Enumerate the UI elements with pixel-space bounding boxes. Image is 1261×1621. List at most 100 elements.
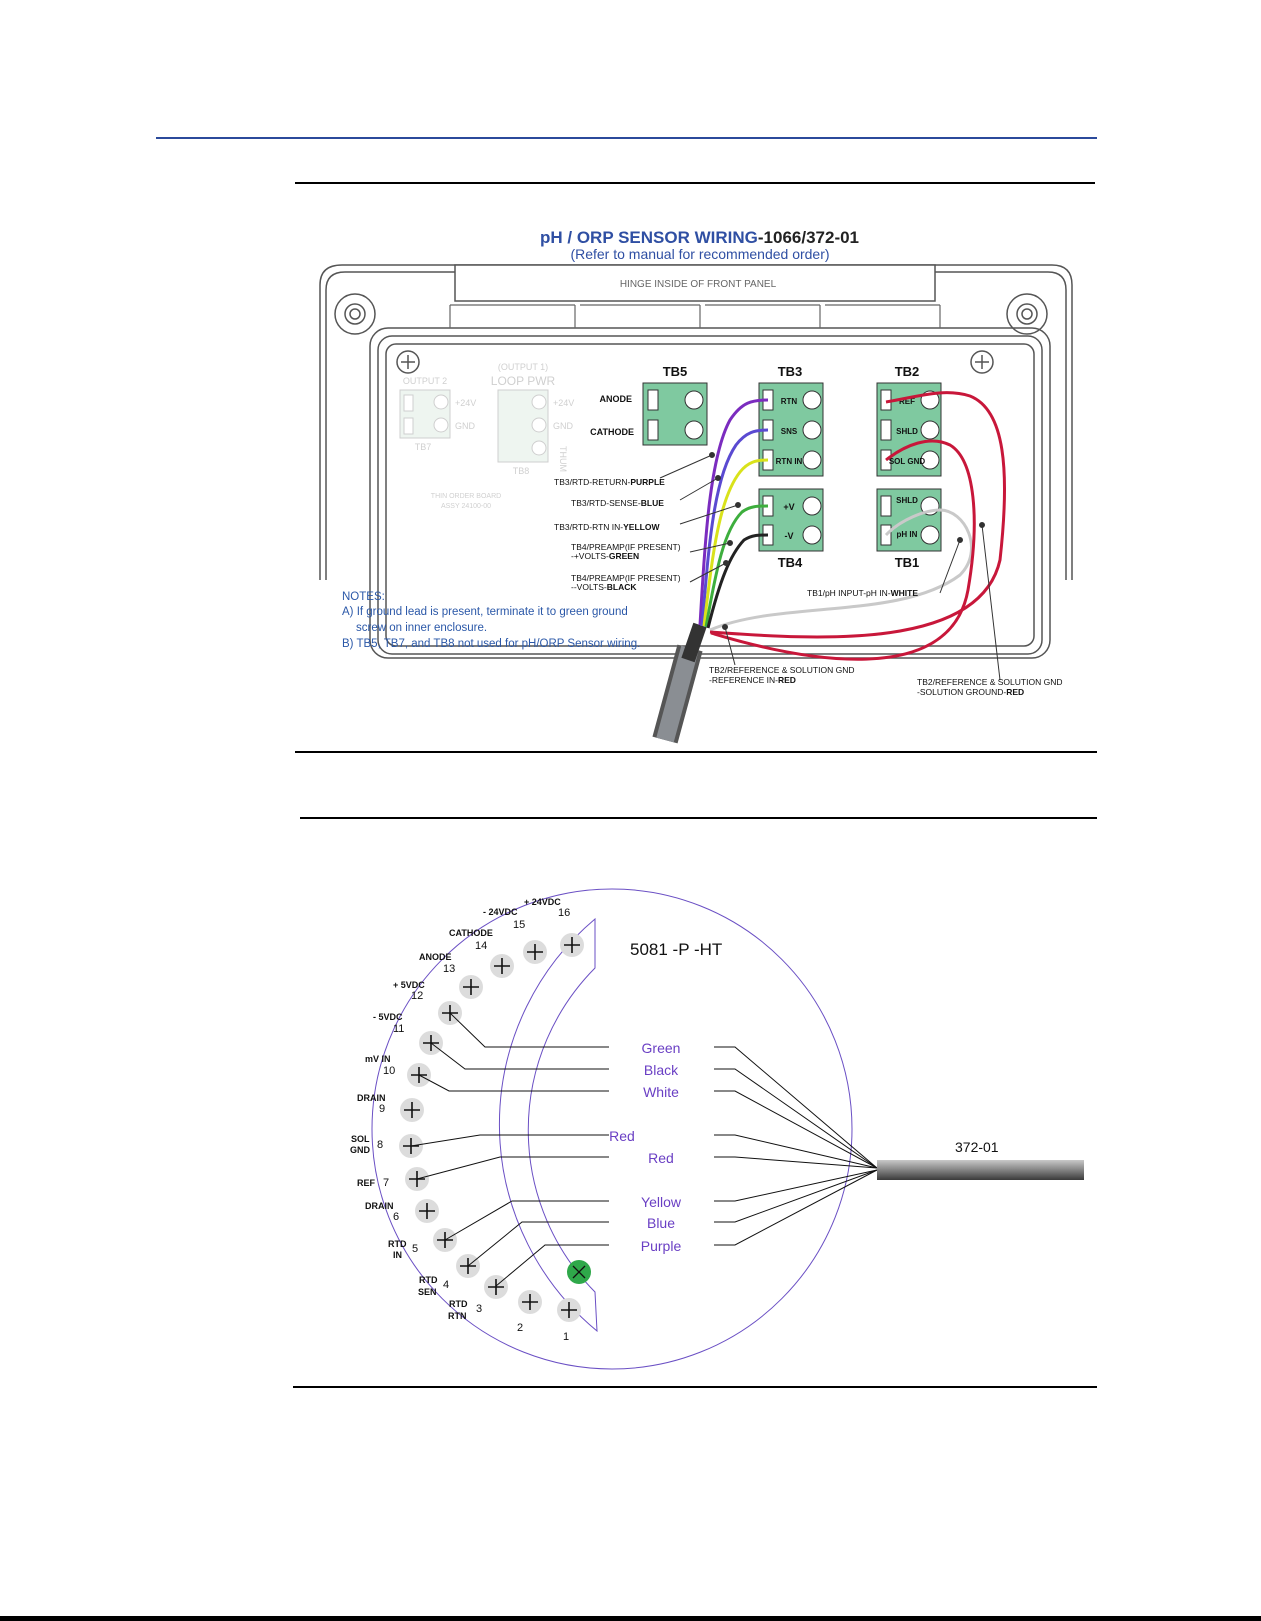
callout-solution-ground: TB2/REFERENCE & SOLUTION GND -SOLUTION G…: [917, 677, 1065, 697]
notes: NOTES: A) If ground lead is present, ter…: [342, 591, 640, 650]
note-a-line2: screw on inner enclosure.: [356, 622, 487, 634]
terminal-14-screw-icon: [490, 954, 514, 978]
terminal-6-label: DRAIN: [365, 1201, 394, 1211]
svg-text:ASSY 24100-00: ASSY 24100-00: [441, 503, 491, 510]
callout-ph-in: TB1/pH INPUT-pH IN-WHITE: [807, 588, 918, 598]
svg-text:REF: REF: [899, 397, 915, 406]
wire-white: [709, 508, 973, 632]
wire-yellow: [702, 458, 769, 627]
svg-text:TB7: TB7: [415, 442, 432, 452]
figure2-top-rule: [300, 817, 1097, 819]
terminal-9-screw-icon: [400, 1098, 424, 1122]
callout-preamp-minus: TB4/PREAMP(IF PRESENT) --VOLTS-BLACK: [571, 573, 683, 592]
note-a-line1: A) If ground lead is present, terminate …: [342, 606, 628, 618]
svg-text:OUTPUT 2: OUTPUT 2: [403, 376, 447, 386]
svg-text:TB4: TB4: [778, 555, 803, 570]
sensor-cable: [652, 622, 707, 744]
svg-text:TB3: TB3: [778, 364, 803, 379]
callout-rtd-return: TB3/RTD-RETURN-PURPLE: [554, 477, 665, 487]
terminal-11-label: - 5VDC: [373, 1012, 403, 1022]
terminal-6-number: 6: [393, 1211, 399, 1223]
terminal-10-number: 10: [383, 1065, 395, 1077]
hinge-panel: [454, 264, 936, 302]
svg-text:TB2: TB2: [895, 364, 920, 379]
wire-label-red-solgnd: Red: [609, 1128, 635, 1144]
wire-label-red-ref: Red: [648, 1150, 674, 1166]
terminal-block-tb3: TB3 RTN SNS RTN IN: [758, 364, 824, 477]
wire-label-blue: Blue: [647, 1215, 675, 1231]
ground-screw-cross: [572, 1265, 586, 1279]
figure1-title: pH / ORP SENSOR WIRING-1066/372-01: [540, 228, 859, 247]
figure1-top-rule: [295, 182, 1095, 184]
svg-text:RTN: RTN: [781, 397, 798, 406]
callout-reference: TB2/REFERENCE & SOLUTION GND -REFERENCE …: [709, 665, 857, 685]
terminal-4-label-2: SEN: [418, 1287, 437, 1297]
terminal-13-label: ANODE: [419, 952, 452, 962]
terminal-16-number: 16: [558, 907, 570, 919]
terminal-15-number: 15: [513, 919, 525, 931]
wire-green: [704, 504, 769, 628]
notes-heading: NOTES:: [342, 591, 385, 603]
hinge-tabs: [449, 304, 941, 328]
svg-text:RTN IN: RTN IN: [776, 457, 803, 466]
svg-text:-V: -V: [785, 531, 794, 541]
svg-text:GND: GND: [455, 421, 476, 431]
terminal-8-label-1: SOL: [351, 1134, 370, 1144]
terminal-wires: [410, 1012, 609, 1287]
terminal-labels: + 24VDC 16 - 24VDC 15 CATHODE 14 ANODE 1…: [350, 897, 570, 1343]
svg-text:+V: +V: [783, 502, 794, 512]
header-rule: [156, 137, 1097, 139]
cable-fanout-wires: [714, 1046, 878, 1246]
terminal-3-label-2: RTN: [448, 1311, 467, 1321]
terminal-1-number: 1: [563, 1331, 569, 1343]
terminal-8-number: 8: [377, 1139, 383, 1151]
screw-right-icon: [970, 350, 994, 374]
terminal-block-tb4: +V -V TB4: [758, 488, 824, 570]
wire-black: [706, 533, 769, 629]
callout-leaders: [659, 452, 1001, 681]
mounting-hole-right-icon: [1006, 293, 1048, 335]
terminal-5-number: 5: [412, 1243, 418, 1255]
wire-color-labels: Green Black White Red Red Yellow Blue Pu…: [609, 1040, 682, 1254]
figure1-wiring-diagram: pH / ORP SENSOR WIRING-1066/372-01 (Refe…: [319, 228, 1073, 744]
terminal-4-label-1: RTD: [419, 1275, 438, 1285]
terminal-block-tb5: TB5 ANODE CATHODE: [590, 364, 708, 446]
svg-text:SHLD: SHLD: [896, 496, 918, 505]
svg-text:+24V: +24V: [553, 398, 574, 408]
cable-label: 372-01: [955, 1139, 999, 1155]
terminal-screws: [399, 933, 584, 1322]
terminal-15-label: - 24VDC: [483, 907, 518, 917]
wire-label-yellow: Yellow: [641, 1194, 682, 1210]
svg-text:THIN ORDER BOARD: THIN ORDER BOARD: [431, 493, 501, 500]
svg-text:ANODE: ANODE: [599, 394, 632, 404]
terminal-1-screw-icon: [557, 1298, 581, 1322]
wire-label-purple: Purple: [641, 1238, 682, 1254]
hinge-label: HINGE INSIDE OF FRONT PANEL: [620, 279, 777, 290]
svg-text:TB1: TB1: [895, 555, 920, 570]
figure2-bottom-rule: [293, 1386, 1097, 1388]
enclosure-outline: [319, 264, 1073, 659]
svg-text:CATHODE: CATHODE: [590, 427, 634, 437]
sensor-body-circle: [371, 888, 853, 1370]
terminal-5-label-1: RTD: [388, 1239, 407, 1249]
terminal-8-label-2: GND: [350, 1145, 371, 1155]
svg-text:LOOP PWR: LOOP PWR: [491, 374, 556, 388]
note-b: B) TB5, TB7, and TB8 not used for pH/ORP…: [342, 638, 640, 650]
svg-text:GND: GND: [553, 421, 574, 431]
wire-blue: [700, 428, 769, 627]
terminal-11-number: 11: [393, 1023, 404, 1035]
wire-bundle: [698, 391, 1007, 661]
svg-text:SNS: SNS: [781, 427, 798, 436]
figure1-subtitle: (Refer to manual for recommended order): [570, 246, 829, 262]
svg-text:TB8: TB8: [513, 466, 530, 476]
svg-text:TB5: TB5: [663, 364, 688, 379]
terminal-13-number: 13: [443, 963, 455, 975]
faded-outputs: OUTPUT 2 +24V GND TB7 (OUTPUT 1) LOOP PW…: [399, 362, 574, 510]
svg-text:(OUTPUT 1): (OUTPUT 1): [498, 362, 548, 372]
terminal-16-label: + 24VDC: [524, 897, 561, 907]
figure1-bottom-rule: [295, 751, 1097, 753]
terminal-3-label-1: RTD: [449, 1299, 468, 1309]
wire-purple: [698, 398, 769, 626]
terminal-5-label-2: IN: [393, 1250, 402, 1260]
terminal-14-label: CATHODE: [449, 928, 493, 938]
